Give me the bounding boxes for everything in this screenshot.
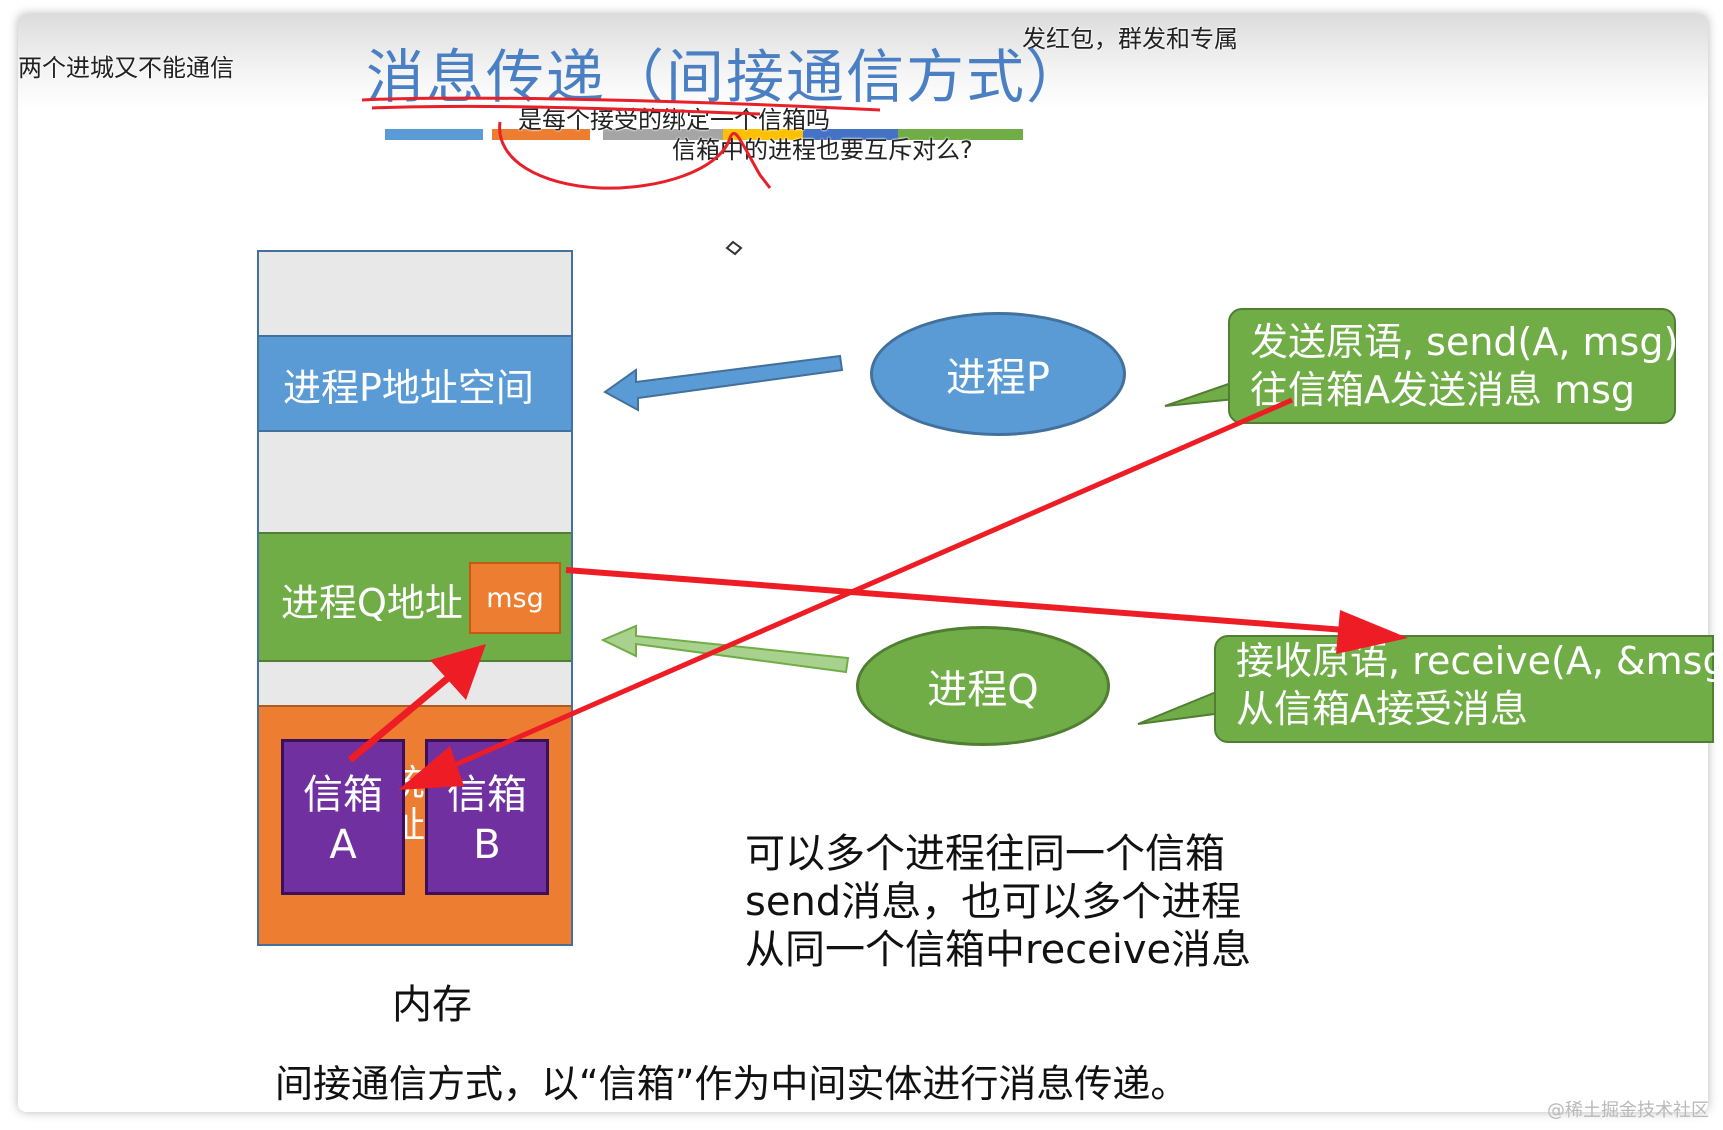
- note-line1: 可以多个进程往同一个信箱: [745, 831, 1225, 877]
- arrow-q-to-receive: [565, 567, 1346, 633]
- msg-box: msg: [469, 562, 561, 634]
- bottom-summary: 间接通信方式，以“信箱”作为中间实体进行消息传递。: [275, 1062, 1189, 1106]
- kernel-space: 统址 信箱 A 信箱 B: [259, 705, 571, 944]
- title-bar-green: [898, 129, 1023, 140]
- slide-title: 消息传递（间接通信方式）: [366, 43, 1087, 111]
- arrow-send-head: [398, 746, 464, 790]
- mailbox-a-line1: 信箱: [303, 772, 383, 818]
- memory-label: 内存: [392, 982, 472, 1028]
- send-callout-line1: 发送原语, send(A, msg): [1250, 320, 1679, 364]
- note-line2: send消息，也可以多个进程: [745, 879, 1242, 925]
- memory-block: 进程P地址空间 进程Q地址 msg 统址 信箱 A 信箱 B: [257, 250, 573, 946]
- process-q-address-space: 进程Q地址 msg: [259, 532, 571, 662]
- curl-stroke: [498, 121, 772, 190]
- mailbox-b: 信箱 B: [425, 739, 549, 895]
- title-bar-gray: [603, 129, 723, 140]
- underline-stroke-1: [361, 96, 881, 112]
- receive-callout-line2: 从信箱A接受消息: [1236, 687, 1528, 731]
- process-q: 进程Q: [856, 626, 1110, 746]
- caption-top-right: 发红包，群发和专属: [1022, 25, 1238, 53]
- title-bar-blue: [385, 129, 483, 140]
- send-callout: 发送原语, send(A, msg) 往信箱A发送消息 msg: [1228, 308, 1679, 424]
- mailbox-a: 信箱 A: [281, 739, 405, 895]
- title-bar-yellow: [723, 129, 803, 140]
- arrow-mailbox-a-to-msg: [347, 665, 463, 763]
- process-q-address-label: 进程Q地址: [281, 581, 463, 625]
- receive-callout: 接收原语, receive(A, &msg) 从信箱A接受消息: [1214, 635, 1723, 743]
- arrow-p-to-space: [603, 354, 844, 412]
- receive-callout-line1: 接收原语, receive(A, &msg): [1236, 639, 1723, 683]
- process-p-address-space: 进程P地址空间: [259, 335, 571, 432]
- caption-top-left: 两个进城又不能通信: [18, 54, 234, 82]
- title-bar-darkblue: [803, 129, 898, 140]
- mailbox-b-line2: B: [473, 822, 501, 868]
- send-callout-line2: 往信箱A发送消息 msg: [1250, 368, 1636, 412]
- pen-cursor-icon: [725, 240, 743, 256]
- arrow-mailbox-a-to-msg-head: [430, 644, 486, 700]
- note-line3: 从同一个信箱中receive消息: [745, 927, 1252, 973]
- explanation-note: 可以多个进程往同一个信箱 send消息，也可以多个进程 从同一个信箱中recei…: [745, 830, 1251, 974]
- arrow-send-to-mailbox-a: [433, 397, 1293, 777]
- watermark: @稀土掘金技术社区: [1547, 1100, 1709, 1121]
- underline-stroke-2: [371, 104, 761, 116]
- process-p-address-label: 进程P地址空间: [283, 366, 534, 410]
- process-p: 进程P: [870, 312, 1126, 436]
- title-bar-orange: [492, 129, 590, 140]
- video-top-gradient: [18, 14, 1708, 109]
- mailbox-a-line2: A: [329, 822, 357, 868]
- arrow-q-to-receive-head: [1336, 610, 1408, 654]
